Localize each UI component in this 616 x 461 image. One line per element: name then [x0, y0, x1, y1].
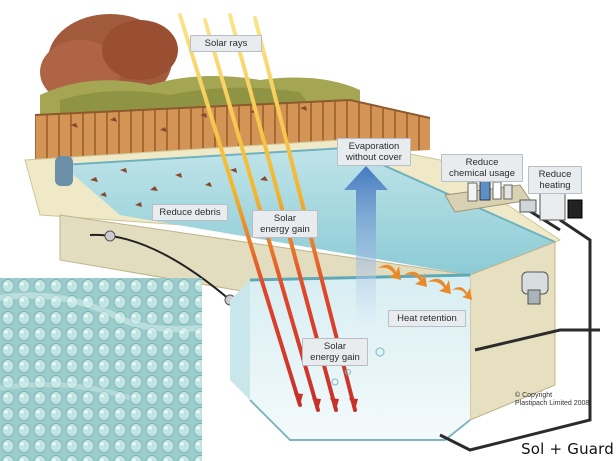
leaves: [70, 106, 307, 207]
label-reduce-debris: Reduce debris: [152, 204, 228, 221]
label-evaporation: Evaporation without cover: [337, 138, 411, 166]
brand-name: Sol + Guard: [521, 440, 614, 458]
label-solar-rays: Solar rays: [190, 35, 262, 52]
water-bubbles: [331, 347, 385, 386]
bubble-cover-texture: [0, 278, 202, 461]
heater: [519, 191, 583, 221]
label-solar-energy-gain-top: Solar energy gain: [252, 210, 318, 238]
label-heat-retention: Heat retention: [388, 310, 466, 327]
bubble-cover-photo: [0, 278, 202, 461]
label-reduce-chemical-usage: Reduce chemical usage: [441, 154, 523, 182]
skimmer: [521, 271, 549, 305]
copyright-text: © Copyright Plastipach Limited 2008: [515, 392, 590, 407]
heat-arrows: [378, 264, 472, 300]
label-reduce-heating: Reduce heating: [528, 166, 582, 194]
label-solar-energy-gain-bottom: Solar energy gain: [302, 338, 368, 366]
evaporation-arrow: [344, 166, 388, 330]
